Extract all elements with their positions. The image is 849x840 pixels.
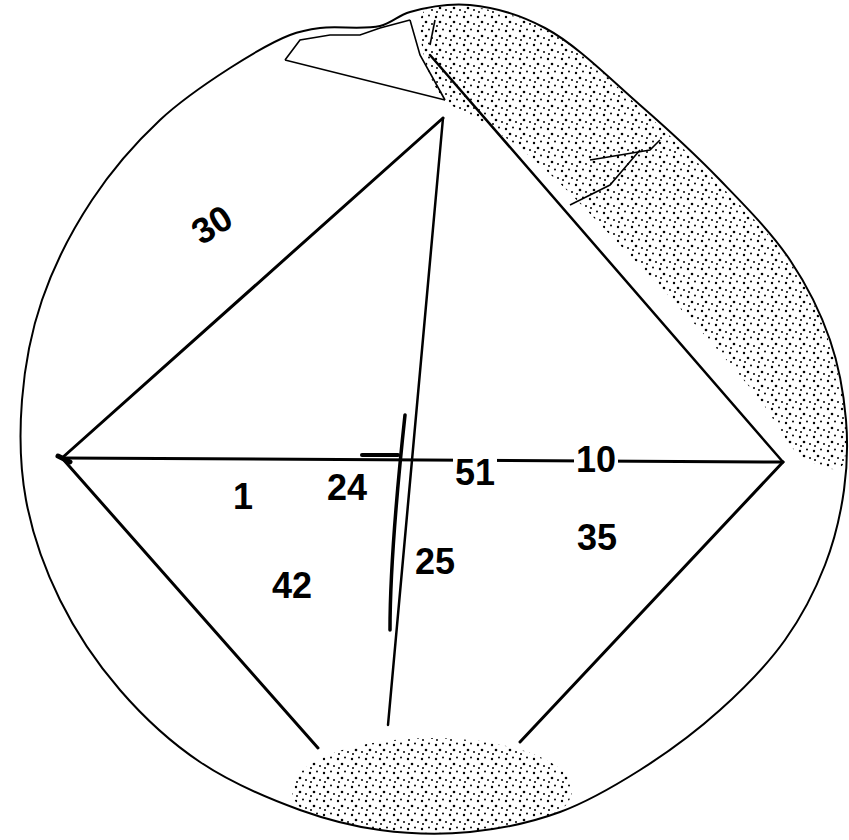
geometric-figure (58, 55, 783, 748)
vertex-mark (58, 456, 70, 462)
crack-line (430, 20, 435, 45)
diagonal-line (390, 415, 405, 630)
sexagesimal-number: 1 (231, 479, 255, 515)
sexagesimal-number: 42 (270, 568, 314, 604)
figure-line (520, 462, 783, 742)
sexagesimal-number: 10 (574, 442, 618, 478)
broken-edge (285, 20, 410, 60)
sexagesimal-number: 51 (453, 455, 497, 491)
sexagesimal-number: 25 (413, 544, 457, 580)
figure-line (62, 118, 443, 458)
broken-edge (285, 60, 445, 100)
cross-mark (362, 453, 398, 457)
diagonal-line (62, 458, 783, 462)
stippled-damage (420, 4, 846, 469)
tablet-cracks (285, 20, 660, 205)
sexagesimal-number: 30 (184, 198, 240, 252)
sexagesimal-number: 35 (575, 520, 619, 556)
tablet-outline (21, 5, 848, 834)
sexagesimal-number: 24 (325, 470, 369, 506)
figure-line (430, 55, 783, 462)
crack-line (590, 140, 660, 160)
figure-line (62, 458, 318, 748)
stippled-damage (292, 738, 572, 840)
diagonal-line (388, 118, 443, 725)
crack-line (410, 20, 445, 100)
